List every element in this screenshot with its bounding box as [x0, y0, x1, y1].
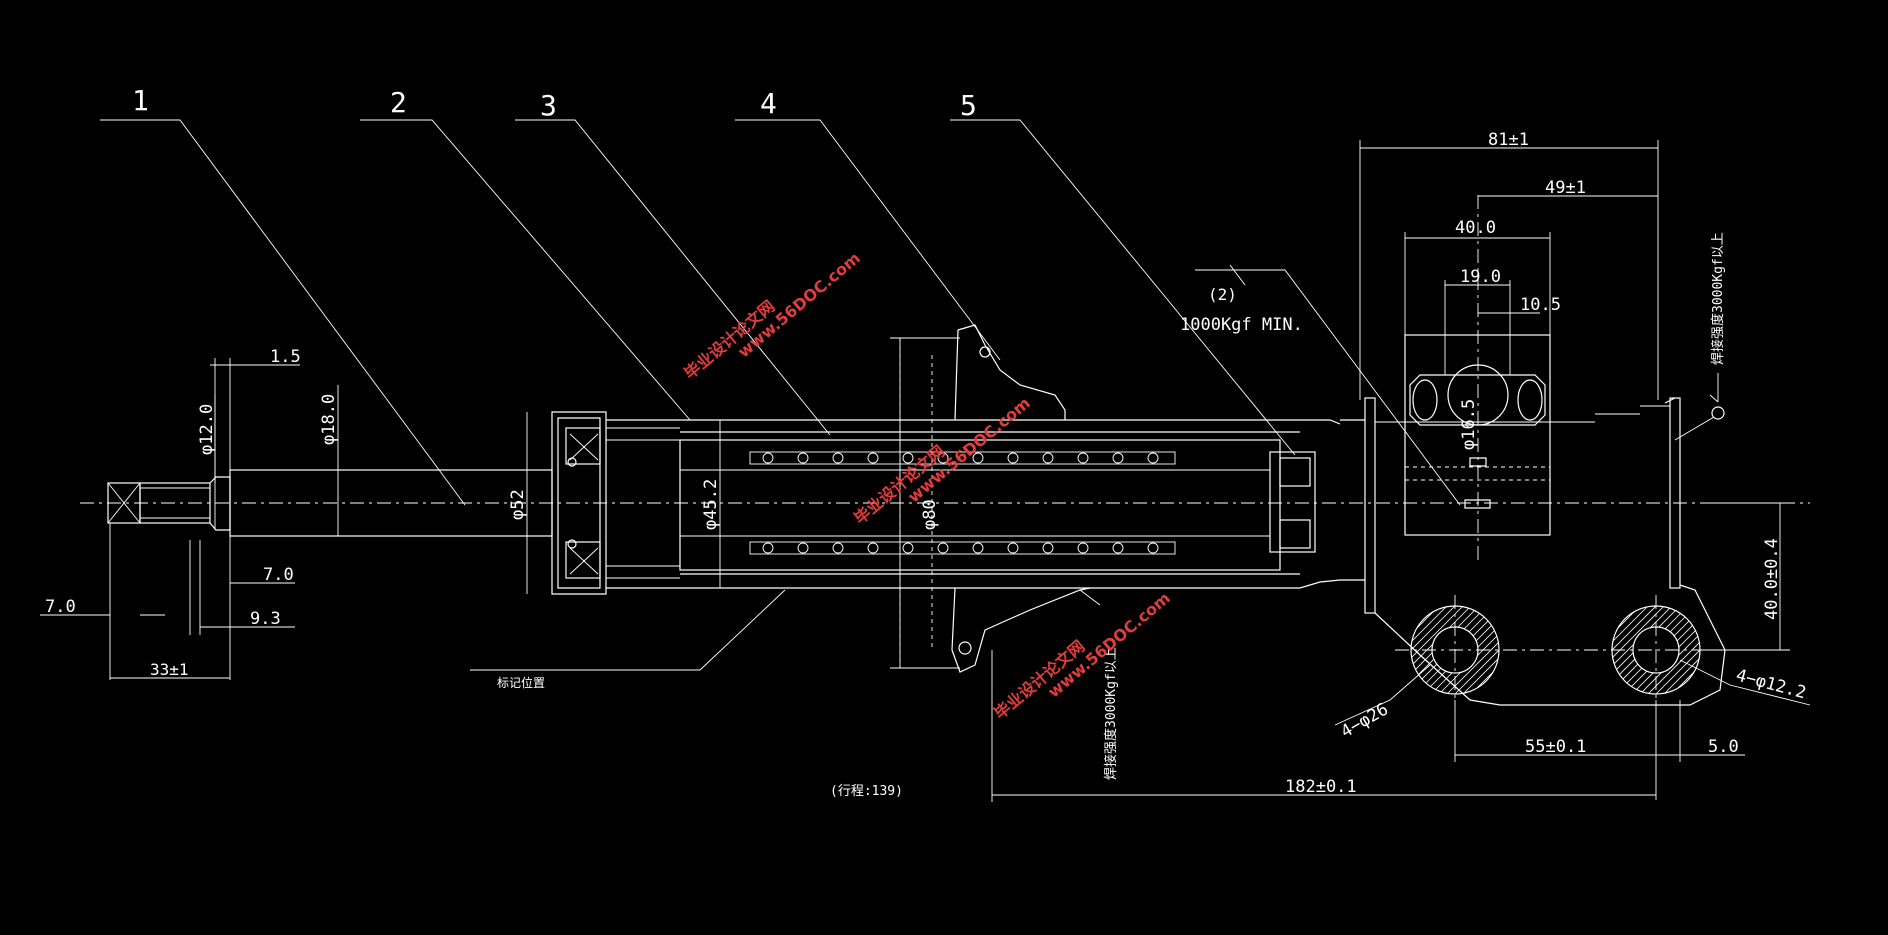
spring-coil — [1007, 452, 1019, 464]
knuckle-bracket — [1340, 397, 1726, 706]
dim-7-0-left: 7.0 — [45, 597, 76, 617]
dim-55: 55±0.1 — [1525, 737, 1586, 757]
dim-7-0-right: 7.0 — [263, 565, 294, 585]
spring-coil — [867, 452, 879, 464]
spring-coil — [1007, 542, 1019, 554]
dim-1-5: 1.5 — [270, 347, 301, 367]
weld-note-top: 焊接强度3000Kgf以上 — [1710, 232, 1726, 365]
hatch-line — [1411, 606, 1440, 694]
spring-coil — [797, 542, 809, 554]
dim-4-26: 4−φ26 — [1338, 699, 1392, 742]
dim-19: 19.0 — [1460, 267, 1501, 287]
mark-leader — [470, 589, 786, 671]
watermark-2: 毕业设计论文网 www.56DOC.com — [850, 393, 1034, 528]
dim-4-12: 4−φ12.2 — [1734, 666, 1808, 704]
dim-52: φ52 — [508, 489, 528, 520]
spring-coil — [867, 542, 879, 554]
dim-5: 5.0 — [1708, 737, 1739, 757]
spring-coil — [902, 452, 914, 464]
force-leader — [1195, 269, 1461, 506]
mark-position-note: 标记位置 — [497, 675, 545, 690]
spring-coil — [972, 452, 984, 464]
weld-note-bottom: 焊接强度3000Kgf以上 — [1103, 647, 1119, 780]
dim-33: 33±1 — [150, 660, 189, 679]
hatch-line — [1612, 606, 1657, 694]
dim-10-5: 10.5 — [1520, 295, 1561, 315]
dim-16-5: φ16.5 — [1459, 399, 1479, 450]
dim-182: 182±0.1 — [1285, 777, 1357, 797]
seal-housing — [551, 411, 680, 595]
spring-coil — [902, 542, 914, 554]
spring-coil — [1112, 542, 1124, 554]
dim-9-3: 9.3 — [250, 609, 281, 629]
dim-12: φ12.0 — [197, 404, 217, 455]
hatch-line — [1470, 606, 1499, 694]
dim-49: 49±1 — [1545, 178, 1586, 198]
hatch-line — [1612, 606, 1673, 694]
dim-80: φ80 — [920, 499, 940, 530]
svg-text:www.56DOC.com: www.56DOC.com — [904, 393, 1034, 506]
spring-coil — [762, 542, 774, 554]
dim-45-2: φ45.2 — [701, 479, 721, 530]
force-note: 1000Kgf MIN. — [1180, 315, 1303, 335]
callout-3: 3 — [540, 89, 557, 122]
spring-coil — [832, 542, 844, 554]
clamp-block — [1404, 195, 1551, 560]
dim-40a: 40.0 — [1455, 218, 1496, 238]
watermark-3: 毕业设计论文网 www.56DOC.com — [990, 588, 1174, 723]
hatch-line — [1454, 606, 1499, 694]
force-number: (2) — [1208, 285, 1237, 304]
dim-40-0-4: 40.0±0.4 — [1762, 538, 1782, 620]
spring-coil — [937, 452, 949, 464]
spring-coil — [832, 452, 844, 464]
callout-1: 1 — [132, 84, 149, 117]
spring — [749, 451, 1176, 555]
hatch-line — [1671, 606, 1700, 694]
callout-4: 4 — [760, 87, 777, 120]
hatch-line — [1612, 606, 1641, 694]
spring-coil — [1042, 542, 1054, 554]
spring-coil — [1042, 452, 1054, 464]
spring-coil — [1147, 542, 1159, 554]
dim-81: 81±1 — [1488, 130, 1529, 150]
spring-coil — [1112, 452, 1124, 464]
watermark-1: 毕业设计论文网 www.56DOC.com — [680, 248, 864, 383]
hatch-line — [1411, 606, 1448, 694]
hatch-line — [1462, 606, 1499, 694]
spring-coil — [972, 542, 984, 554]
spring-coil — [937, 542, 949, 554]
spring-coil — [1147, 452, 1159, 464]
spring-coil — [1077, 542, 1089, 554]
hatch-line — [1655, 606, 1700, 694]
stroke-note: (行程:139) — [830, 784, 903, 799]
cylinder-body — [606, 419, 1341, 589]
dim-18: φ18.0 — [319, 394, 339, 445]
dimension-lines — [40, 140, 1811, 802]
hatch-line — [1411, 606, 1464, 694]
hatch-line — [1411, 606, 1456, 694]
hatch-line — [1446, 606, 1499, 694]
spring-coil — [1077, 452, 1089, 464]
callout-leaders — [100, 119, 1296, 506]
callout-2: 2 — [390, 86, 407, 119]
spring-seat-bracket — [899, 324, 1091, 673]
hatch-line — [1663, 606, 1700, 694]
callout-5: 5 — [960, 89, 977, 122]
spring-coil — [797, 452, 809, 464]
mount-holes — [1395, 595, 1720, 705]
svg-text:www.56DOC.com: www.56DOC.com — [734, 248, 864, 361]
spring-coil — [762, 452, 774, 464]
hatch-line — [1612, 606, 1649, 694]
